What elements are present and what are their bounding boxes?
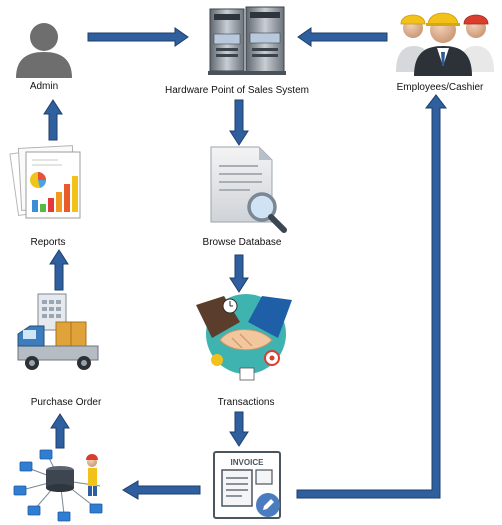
invoice-badge: INVOICE <box>231 458 265 467</box>
admin-label: Admin <box>29 81 59 92</box>
document-search-icon <box>210 146 287 233</box>
arrow-admin-to-pos <box>87 27 189 47</box>
invoice-icon: INVOICE <box>213 451 281 519</box>
reports-label: Reports <box>30 237 66 248</box>
person-icon <box>16 23 72 78</box>
arrow-transactions-to-invoice <box>229 411 249 447</box>
workers-icon <box>396 12 494 76</box>
arrow-employees-to-pos <box>297 27 388 47</box>
arrow-database-to-purchase <box>50 413 70 449</box>
handshake-icon <box>196 294 292 381</box>
purchase-label: Purchase Order <box>30 397 102 408</box>
employees-label: Employees/Cashier <box>396 82 484 93</box>
transactions-label: Transactions <box>217 397 275 408</box>
server-icon <box>208 6 286 75</box>
pos-label: Hardware Point of Sales System <box>165 85 309 96</box>
arrow-reports-to-admin <box>43 99 63 141</box>
browse-label: Browse Database <box>202 237 282 248</box>
arrow-pos-to-browse <box>229 99 249 146</box>
report-chart-icon <box>9 145 81 219</box>
arrow-invoice-to-database <box>122 480 201 500</box>
truck-icon <box>17 293 99 370</box>
arrows <box>43 27 448 500</box>
arrow-invoice-to-employees <box>296 94 448 499</box>
arrow-purchase-to-reports <box>49 249 69 291</box>
arrow-browse-to-transactions <box>229 254 249 293</box>
database-network-icon <box>13 449 103 522</box>
